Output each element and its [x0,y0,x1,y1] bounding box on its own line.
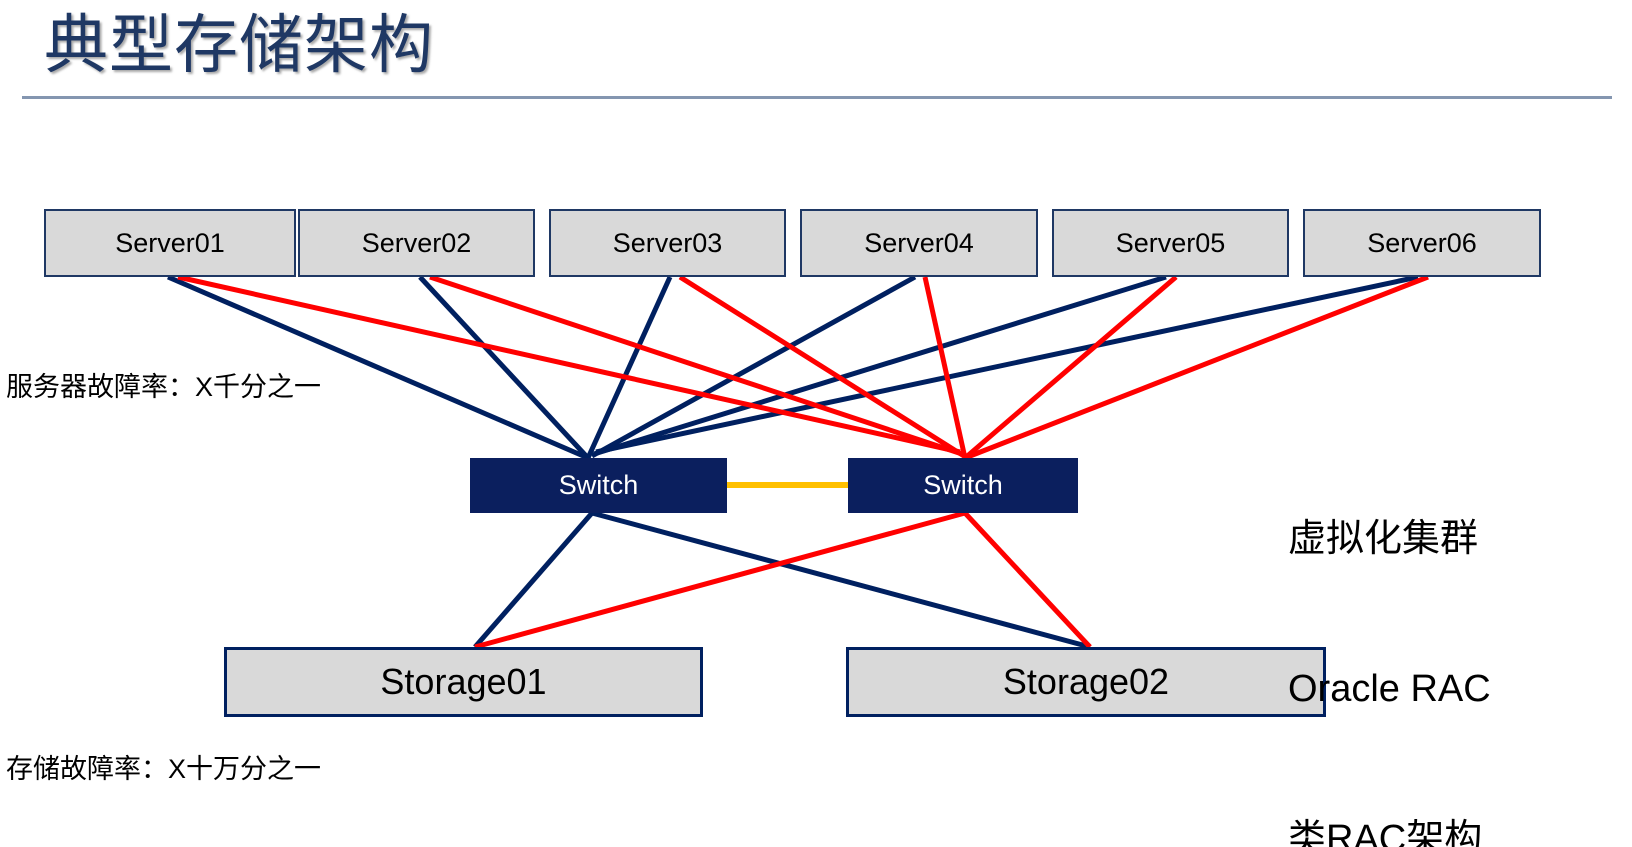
cluster-type-line-1: 虚拟化集群 [1288,518,1479,560]
storage-node-label: Storage01 [380,661,547,702]
switch-node-right[interactable]: Switch [848,458,1078,513]
link-server06-left-switch [595,274,1419,455]
storage-failure-rate-note: 存储故障率：X十万分之一 [6,754,322,784]
server-node-01[interactable]: Server01 [44,209,296,277]
server-node-06[interactable]: Server06 [1303,209,1541,277]
link-server03-right-switch [678,274,966,459]
storage-node-01[interactable]: Storage01 [224,647,703,717]
server-node-03[interactable]: Server03 [549,209,786,277]
cluster-type-line-3: 类RAC架构 [1288,818,1483,847]
server-failure-rate-note: 服务器故障率：X千分之一 [6,372,322,402]
switch-node-left[interactable]: Switch [470,458,727,513]
link-server02-right-switch [429,274,963,457]
link-server04-left-switch [590,274,917,459]
server-node-05[interactable]: Server05 [1052,209,1289,277]
server-node-label: Server05 [1115,227,1226,258]
storage-node-02[interactable]: Storage02 [846,647,1326,717]
link-server01-right-switch [177,274,961,455]
link-server05-right-switch [963,275,1178,460]
server-node-label: Server06 [1367,227,1477,258]
cluster-type-note: 虚拟化集群 Oracle RAC 类RAC架构 [1288,414,1491,847]
server-node-label: Server01 [115,227,225,258]
link-left-switch-storage01 [473,511,594,649]
storage-node-label: Storage02 [1002,661,1170,702]
link-server02-left-switch [418,275,590,460]
link-server03-left-switch [585,275,673,460]
link-left-switch-storage02 [591,510,1091,650]
links-servers-to-left-switch [167,274,1419,461]
server-node-label: Server03 [612,227,723,258]
cluster-type-line-2: Oracle RAC [1288,668,1491,710]
switch-node-label: Switch [923,470,1003,500]
link-server05-left-switch [593,274,1167,457]
page-title: 典型存储架构 [44,9,434,81]
link-server04-right-switch [922,276,968,459]
link-server01-left-switch [167,274,589,461]
title-divider [22,96,1612,99]
link-right-switch-storage02 [963,511,1092,649]
links-switches-to-storage [473,510,1092,650]
server-node-label: Server04 [864,227,974,258]
link-right-switch-storage01 [474,510,966,650]
links-servers-to-right-switch [177,274,1429,461]
server-node-04[interactable]: Server04 [800,209,1038,277]
server-node-label: Server02 [361,227,472,258]
link-server06-right-switch [964,274,1429,461]
switch-node-label: Switch [558,470,639,500]
server-node-02[interactable]: Server02 [298,209,535,277]
